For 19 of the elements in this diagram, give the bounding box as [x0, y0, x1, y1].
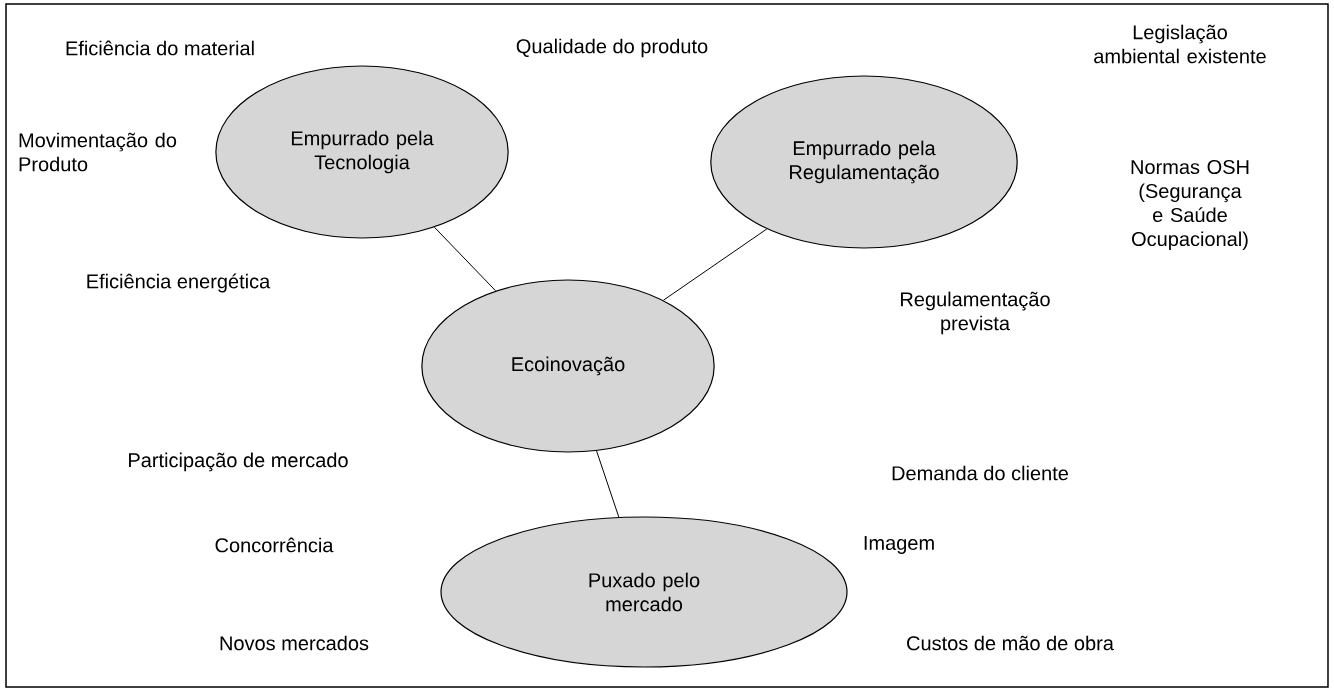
- factor-label: Legislação ambiental existente: [1094, 24, 1266, 64]
- ellipse-node: Ecoinovação: [421, 279, 715, 453]
- factor-label: Concorrência: [215, 537, 334, 553]
- connector-line: [434, 226, 497, 292]
- factor-label: Novos mercados: [220, 635, 369, 651]
- connector-line: [596, 450, 620, 518]
- factor-label: Regulamentação prevista: [901, 291, 1050, 335]
- factor-label: Normas OSH (Segurança e Saúde Ocupacional): [1131, 159, 1249, 251]
- factor-label: Qualidade do produto: [516, 38, 708, 58]
- factor-label: Movimentação do Produto: [19, 132, 177, 172]
- factor-label: Demanda do cliente: [892, 465, 1068, 481]
- factor-label: Eficiência do material: [66, 40, 254, 56]
- ellipse-node: Empurrado pela Regulamentação: [710, 75, 1018, 249]
- factor-label: Eficiência energética: [87, 273, 271, 293]
- connector-line: [662, 228, 768, 301]
- ellipse-node: Puxado pelo mercado: [440, 516, 848, 668]
- factor-label: Custos de mão de obra: [907, 635, 1114, 651]
- ellipse-node: Empurrado pela Tecnologia: [215, 65, 509, 239]
- factor-label: Participação de mercado: [129, 452, 348, 472]
